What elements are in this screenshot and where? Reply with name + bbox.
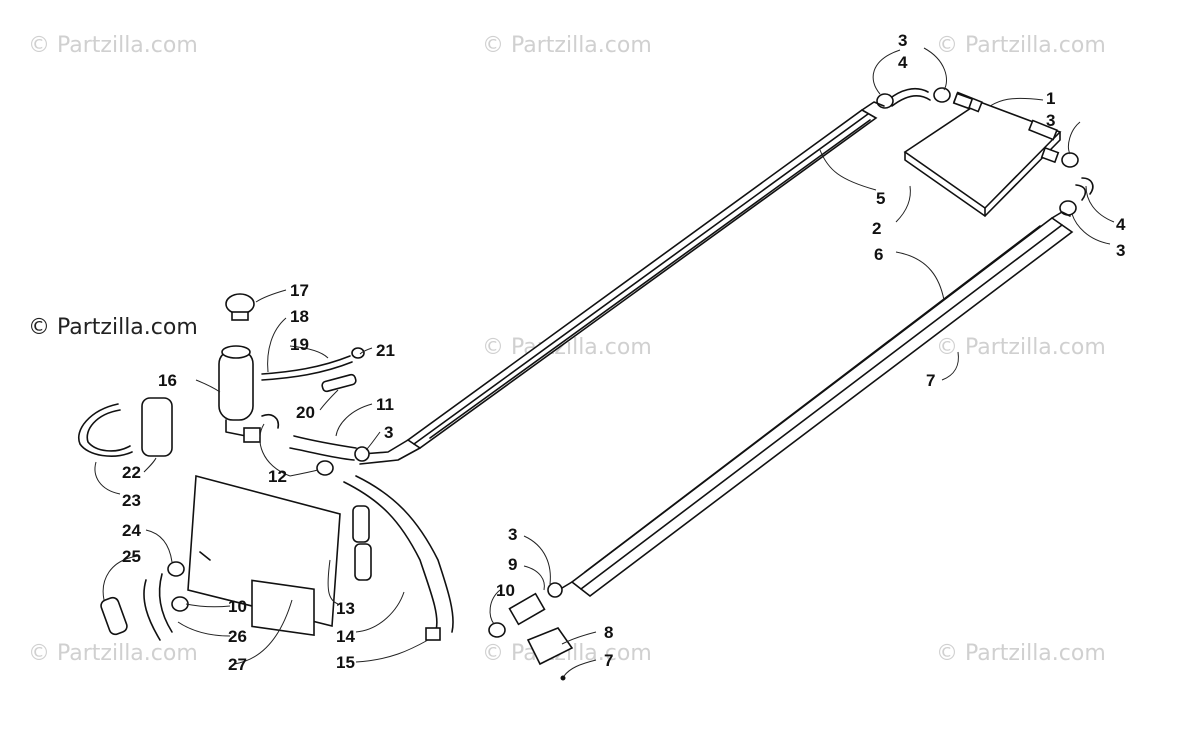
spring — [352, 505, 370, 543]
callout-5: 5 — [876, 189, 885, 208]
leader-lines — [94, 47, 1115, 677]
bracket — [141, 397, 173, 457]
clamp — [171, 596, 189, 612]
callout-3: 3 — [384, 423, 393, 442]
callout-20: 20 — [296, 403, 315, 422]
callout-6: 6 — [874, 245, 883, 264]
clamp — [547, 582, 563, 598]
rail-upper — [359, 101, 885, 465]
callout-26: 26 — [228, 627, 247, 646]
hose-assembly-mid — [261, 413, 454, 641]
watermark: © Partzilla.com — [28, 641, 198, 666]
callouts: 1 2 3 3 3 3 3 3 4 4 5 6 7 7 8 9 10 10 11… — [122, 31, 1126, 674]
main-watermark: © Partzilla.com — [28, 315, 198, 340]
watermark: © Partzilla.com — [936, 641, 1106, 666]
lower-fittings — [488, 592, 574, 681]
hose-clip — [78, 403, 133, 457]
spring — [100, 596, 128, 636]
callout-25: 25 — [122, 547, 141, 566]
watermark: © Partzilla.com — [936, 335, 1106, 360]
watermark: © Partzilla.com — [936, 33, 1106, 58]
callout-18: 18 — [290, 307, 309, 326]
spring — [321, 373, 357, 393]
callout-2: 2 — [872, 219, 881, 238]
bracket-plate — [526, 627, 574, 666]
clamp — [354, 446, 370, 462]
watermark: © Partzilla.com — [482, 33, 652, 58]
clamp — [933, 87, 951, 103]
callout-14: 14 — [336, 627, 355, 646]
clamp — [488, 622, 506, 638]
callout-10: 10 — [228, 597, 247, 616]
callout-16: 16 — [158, 371, 177, 390]
callout-27: 27 — [228, 655, 247, 674]
clamp — [1061, 152, 1079, 168]
spring — [354, 543, 372, 581]
connector-tube — [508, 592, 546, 626]
hose-end — [425, 627, 441, 641]
left-bracket-assembly — [78, 397, 173, 457]
callout-24: 24 — [122, 521, 141, 540]
callout-21: 21 — [376, 341, 395, 360]
callout-9: 9 — [508, 555, 517, 574]
callout-3: 3 — [1116, 241, 1125, 260]
coolant-bottle-assembly — [218, 293, 365, 443]
callout-10: 10 — [496, 581, 515, 600]
callout-11: 11 — [376, 395, 394, 414]
callout-7: 7 — [926, 371, 935, 390]
callout-19: 19 — [290, 335, 309, 354]
callout-3: 3 — [1046, 111, 1055, 130]
panel-assembly — [100, 474, 341, 641]
heat-exchanger-assembly — [876, 87, 1094, 217]
callout-23: 23 — [122, 491, 141, 510]
clamp — [316, 460, 334, 476]
callout-22: 22 — [122, 463, 141, 482]
coolant-bottle — [218, 349, 254, 421]
watermarks: © Partzilla.com © Partzilla.com © Partzi… — [28, 33, 1106, 666]
callout-12: 12 — [268, 467, 287, 486]
heat-exchanger — [903, 101, 1062, 210]
callout-3: 3 — [508, 525, 517, 544]
panel-label — [251, 579, 315, 637]
callout-3: 3 — [898, 31, 907, 50]
callout-4: 4 — [898, 53, 908, 72]
bottle-cap — [225, 293, 255, 315]
clamp — [167, 561, 185, 577]
callout-15: 15 — [336, 653, 355, 672]
callout-7: 7 — [604, 651, 613, 670]
clamp — [876, 93, 894, 109]
callout-4: 4 — [1116, 215, 1126, 234]
callout-13: 13 — [336, 599, 355, 618]
callout-1: 1 — [1046, 89, 1055, 108]
callout-8: 8 — [604, 623, 613, 642]
callout-17: 17 — [290, 281, 309, 300]
rail-lower — [547, 211, 1074, 598]
watermark: © Partzilla.com — [28, 33, 198, 58]
